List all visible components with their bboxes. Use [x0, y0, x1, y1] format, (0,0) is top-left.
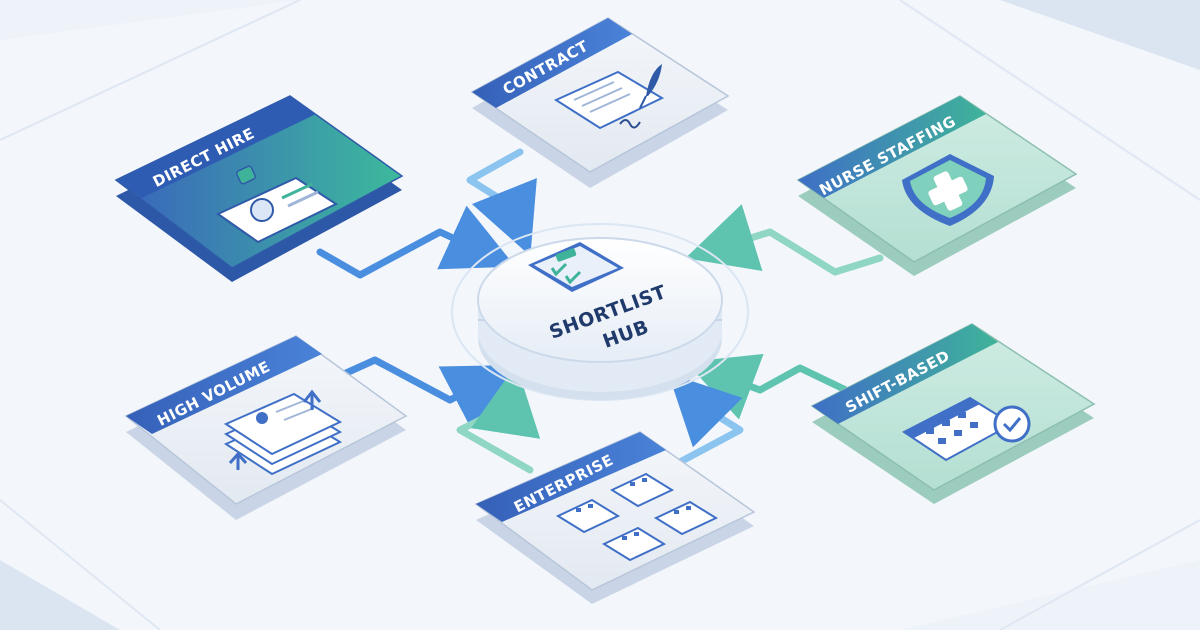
quill-pen-icon [639, 64, 662, 109]
id-badge-icon [216, 165, 339, 244]
shield-medical-cross-icon [902, 154, 994, 226]
clipboard-check-icon [528, 242, 624, 292]
card-high-volume[interactable]: HIGH VOLUME [124, 335, 408, 520]
card-direct-hire[interactable]: DIRECT HIRE [114, 95, 404, 282]
card-nurse-staffing[interactable]: NURSE STAFFING [796, 95, 1078, 276]
arrow-enterprise-right-to-hub [668, 373, 744, 466]
up-arrow-icon [228, 451, 248, 470]
resume-stack-icon [223, 392, 343, 476]
arrow-high-volume-to-hub [331, 356, 517, 429]
shortlist-hub[interactable]: SHORTLIST HUB [451, 223, 749, 401]
office-buildings-icon [555, 472, 719, 562]
arrow-enterprise-left-to-hub [456, 364, 541, 474]
card-shift-based[interactable]: SHIFT-BASED [810, 323, 1096, 504]
calendar-clock-icon [902, 396, 1031, 462]
up-arrow-icon [302, 389, 322, 410]
connector-arrows [316, 148, 884, 474]
arrow-nurse-staffing-to-hub [685, 204, 884, 276]
arrow-direct-hire-to-hub [316, 205, 516, 279]
card-enterprise[interactable]: ENTERPRISE [474, 431, 756, 604]
contract-document-icon [553, 70, 665, 130]
